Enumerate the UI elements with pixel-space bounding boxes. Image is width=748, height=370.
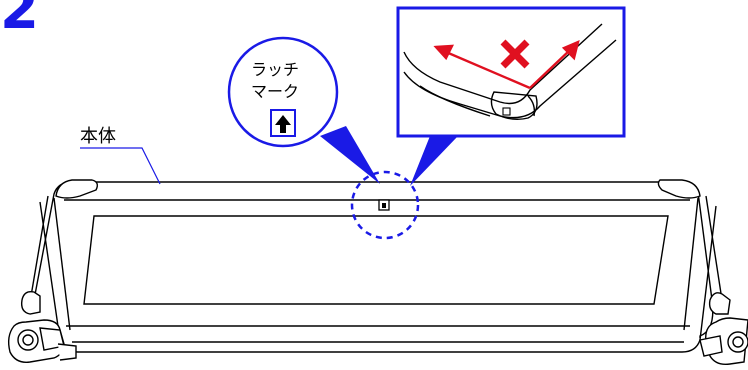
body-label: 本体 (80, 126, 116, 147)
right-hinge-bracket (699, 292, 748, 366)
left-hinge-bracket (7, 290, 77, 363)
bed-rail-body (29, 181, 723, 353)
left-corner-cap (55, 179, 99, 199)
latch-mark-label-line2: マーク (250, 82, 299, 101)
latch-callout-bubble (227, 36, 380, 184)
step-number: 2 (0, 0, 39, 42)
latch-mark-label-line1: ラッチ (250, 60, 299, 79)
prohibit-x-icon (500, 39, 530, 69)
body-label-leader (80, 147, 161, 185)
latch-mark-icon (378, 199, 390, 211)
right-corner-cap (657, 179, 701, 199)
latch-highlight-circle (350, 170, 420, 240)
detail-inset (396, 6, 626, 186)
